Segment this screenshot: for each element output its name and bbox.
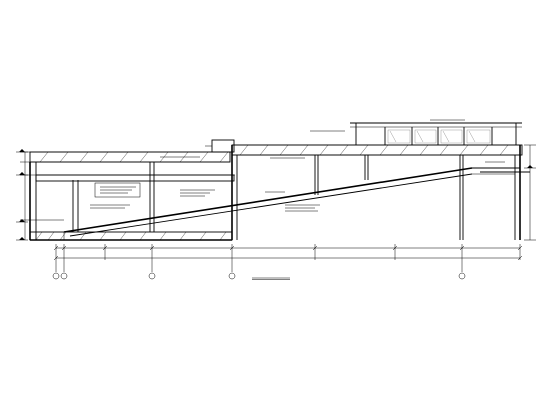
upper-roof-slab	[231, 144, 523, 156]
glass-pavilion	[350, 122, 522, 145]
left-elevation-marks	[16, 149, 28, 241]
left-block	[29, 151, 235, 240]
glass-panel-3	[440, 129, 463, 144]
right-elevation-marks	[524, 144, 536, 241]
level-marker-2	[19, 172, 25, 175]
axis-bubble-3	[148, 272, 156, 280]
foundation	[29, 231, 233, 241]
glass-panel-2	[414, 129, 437, 144]
axis-bubble-2	[60, 272, 68, 280]
note-box-1	[94, 182, 141, 198]
left-roof-slab	[29, 151, 231, 163]
step-parapet	[211, 139, 235, 153]
left-floor-beam	[35, 174, 235, 182]
mid-step	[205, 139, 235, 153]
upper-block	[231, 144, 523, 240]
left-roof-hatch	[39, 151, 229, 163]
axis-bubble-4	[228, 272, 236, 280]
ramp-soffit	[69, 173, 473, 237]
ramp-top-surface	[63, 167, 473, 233]
axis-bubble-5	[458, 272, 466, 280]
bottom-dimensions	[53, 244, 523, 272]
annotation-leaders	[90, 119, 505, 212]
level-marker-4	[19, 237, 25, 240]
section-title-block	[252, 277, 290, 280]
level-lines	[20, 144, 520, 221]
ramp	[63, 167, 530, 237]
glass-panel-4	[466, 129, 491, 144]
axis-bubbles	[52, 272, 466, 280]
level-marker-3	[19, 219, 25, 222]
glass-panel-1	[387, 129, 411, 144]
upper-roof-hatch	[239, 144, 509, 156]
base-hatch	[35, 231, 227, 241]
axis-bubble-1	[52, 272, 60, 280]
level-marker-1	[19, 149, 25, 152]
left-base-slab	[29, 231, 233, 241]
